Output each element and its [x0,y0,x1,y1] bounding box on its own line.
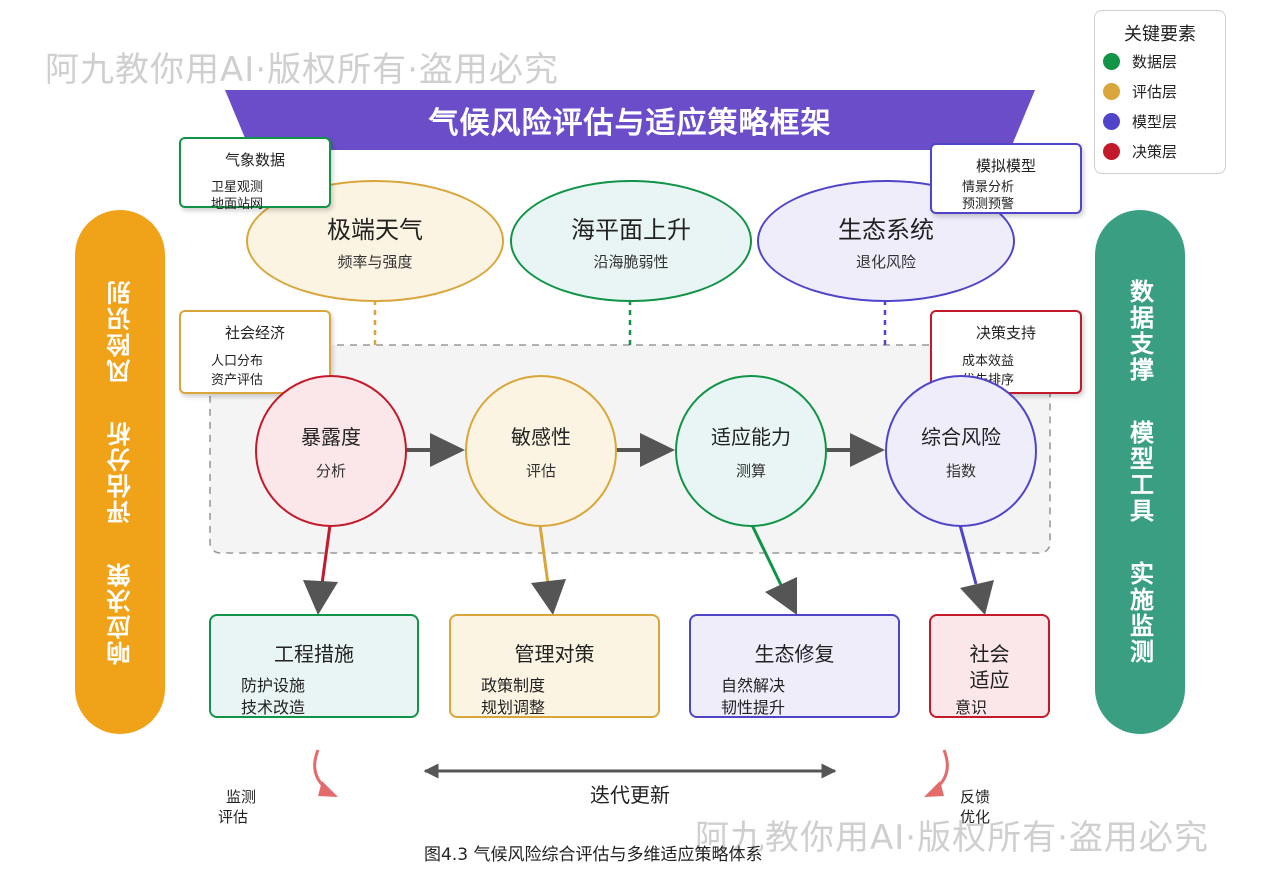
legend-item-data-layer: 数据层 [1103,51,1177,72]
action-engineering: 工程措施 防护设施 技术改造 [209,614,419,718]
factor-sub: 频率与强度 [337,253,413,271]
action-line: 规划调整 [481,698,546,717]
legend-dot-icon [1103,83,1120,100]
feedback-left-line-1: 监测 [226,788,257,806]
action-title-line-2: 适应 [969,668,1010,692]
info-box-title: 决策支持 [975,324,1036,342]
feedback-right-line-1: 反馈 [960,788,991,806]
factor-sub: 沿海脆弱性 [593,253,669,271]
down-arrow-4-head [960,580,994,615]
factor-sub: 退化风险 [855,253,916,271]
info-box-title: 气象数据 [224,151,285,169]
factor-title: 生态系统 [838,216,934,244]
info-box-line: 人口分布 [211,354,264,369]
legend-label: 决策层 [1132,143,1178,161]
figure-caption: 图4.3 气候风险综合评估与多维适应策略体系 [424,845,763,865]
action-line: 自然解决 [721,676,786,695]
legend-item-decision-layer: 决策层 [1103,141,1177,162]
side-left-label-1: 风险识别 [106,278,135,383]
action-title: 管理对策 [514,642,595,666]
action-line: 意识 [955,698,988,717]
page-title: 气候风险评估与适应策略框架 [428,106,832,141]
process-sub: 评估 [525,462,556,480]
legend-dot-icon [1103,53,1120,70]
side-bar-right: 数据支撑 模型工具 实施监测 [1095,210,1185,734]
process-exposure: 暴露度 分析 [255,375,407,527]
down-arrow-1-head [303,580,338,615]
feedback-arrow-left-head [318,781,338,797]
feedback-left-line-2: 评估 [218,808,249,826]
info-box-line: 地面站网 [211,197,264,212]
legend-label: 模型层 [1132,113,1178,131]
legend-dot-icon [1103,113,1120,130]
info-box-line: 卫星观测 [211,180,264,195]
legend-item-model-layer: 模型层 [1103,111,1177,132]
side-right-label-2: 模型工具 [1125,419,1154,524]
title-banner-shape [225,90,1035,150]
feedback-right-line-2: 优化 [960,808,991,826]
action-title: 生态修复 [754,642,835,666]
info-box-simulation-model: 模拟模型 情景分析 预测预警 [930,143,1082,214]
side-bar-left: 风险识别 评估分析 响应决策 [75,210,165,734]
action-management: 管理对策 政策制度 规划调整 [449,614,660,718]
action-line: 政策制度 [481,676,546,695]
feedback-arrow-right-head [924,781,944,797]
legend-dot-icon [1103,143,1120,160]
action-line: 技术改造 [241,698,306,717]
legend-title: 关键要素 [1124,24,1196,45]
process-adaptive-capacity: 适应能力 测算 [675,375,827,527]
process-title: 敏感性 [511,425,571,449]
down-arrow-3-line [750,524,783,586]
down-arrow-3-head [765,577,797,615]
factor-sea-level-rise: 海平面上升 沿海脆弱性 [510,180,752,302]
process-sensitivity: 敏感性 评估 [465,375,617,527]
process-composite-risk: 综合风险 指数 [885,375,1037,527]
watermark-bottom: 阿九教你用AI·版权所有·盗用必究 [695,818,1209,858]
side-left-label-2: 评估分析 [106,419,135,524]
info-box-line: 预测预警 [962,197,1015,212]
info-box-line: 成本效益 [962,354,1015,369]
down-arrow-2-head [531,579,566,615]
process-sub: 测算 [735,462,766,480]
factor-title: 极端天气 [327,216,423,244]
action-title: 工程措施 [274,642,354,666]
flow-arrow-2-head [640,433,675,467]
process-title: 综合风险 [921,425,1001,449]
info-box-line: 情景分析 [962,180,1015,195]
info-box-title: 模拟模型 [975,157,1036,175]
action-eco-restoration: 生态修复 自然解决 韧性提升 [689,614,900,718]
action-line: 韧性提升 [721,698,786,717]
action-title-line-1: 社会 [969,642,1010,666]
title-banner: 气候风险评估与适应策略框架 [225,90,1035,150]
down-arrow-2-line [538,524,550,585]
flow-arrow-3-head [850,433,885,467]
factor-title: 海平面上升 [571,216,691,244]
side-left-label-3: 响应决策 [106,561,135,666]
legend-item-eval-layer: 评估层 [1103,81,1177,102]
side-right-label-1: 数据支撑 [1125,278,1154,383]
legend: 关键要素 数据层 评估层 模型层 决策层 [1094,10,1226,174]
process-title: 暴露度 [301,425,361,449]
info-box-title: 社会经济 [224,324,285,342]
legend-label: 数据层 [1132,53,1178,71]
side-right-label-3: 实施监测 [1125,561,1154,666]
process-sub: 分析 [315,462,346,480]
action-social-adaptation: 社会 适应 意识 [929,614,1050,718]
down-arrow-4-line [958,524,978,585]
flow-arrow-1-head [430,433,465,467]
iteration-label: 迭代更新 [590,783,670,807]
action-line: 防护设施 [241,676,306,695]
legend-label: 评估层 [1132,83,1178,101]
process-sub: 指数 [945,462,976,480]
process-title: 适应能力 [711,425,791,449]
info-box-line: 资产评估 [211,373,264,388]
down-arrow-1-line [320,524,332,585]
watermark-top: 阿九教你用AI·版权所有·盗用必究 [45,50,559,90]
info-box-weather-data: 气象数据 卫星观测 地面站网 [179,137,331,212]
